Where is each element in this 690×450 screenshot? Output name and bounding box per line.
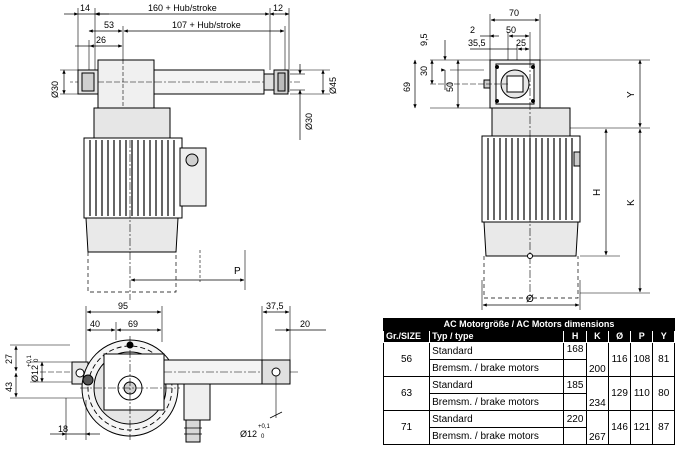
h-cell-empty: [563, 427, 587, 445]
dim-bottom-43: 43: [4, 382, 14, 392]
front-view-labels: 70 2 50 25 35,5 9,5 30 69 50 Y H K Ø: [402, 8, 637, 305]
table-row: 71 Standard 220 267 146 121 87: [382, 410, 675, 445]
dim-front-9-5: 9,5: [419, 33, 429, 46]
table-row: 56 Standard 168 200 116 108 81: [382, 342, 675, 377]
side-view: [60, 8, 330, 300]
size-cell: 71: [382, 410, 431, 445]
table-title: AC Motorgröße / AC Motors dimensions: [383, 318, 675, 331]
y-cell: 81: [652, 342, 675, 377]
table-header-Y: Y: [652, 330, 675, 343]
type-cell: Standard: [429, 342, 565, 360]
dim-side-dia30-left: Ø30: [50, 81, 60, 98]
dim-front-69: 69: [402, 82, 412, 92]
dim-bottom-20: 20: [300, 319, 310, 329]
dim-bottom-dia12-right: Ø12: [240, 429, 257, 439]
dim-front-35-5: 35,5: [468, 38, 486, 48]
y-cell: 87: [652, 410, 675, 445]
motor-dimensions-table: AC Motorgröße / AC Motors dimensions Gr.…: [382, 318, 675, 445]
h-cell: 168: [563, 342, 587, 360]
type-cell: Standard: [429, 410, 565, 428]
dim-front-H: H: [592, 189, 603, 196]
dim-front-50: 50: [506, 25, 516, 35]
dim-bottom-tol-left-plus: +0,1: [27, 354, 33, 367]
k-cell: 267: [585, 410, 609, 445]
dim-bottom-95: 95: [118, 301, 128, 311]
dim-side-14: 14: [80, 3, 90, 13]
bottom-view: [10, 306, 326, 443]
size-cell: 63: [382, 376, 431, 411]
table-header-size: Gr./SIZE: [382, 330, 431, 343]
dim-side-26: 26: [96, 35, 106, 45]
h-cell: 220: [563, 410, 587, 428]
k-cell: 200: [585, 342, 609, 377]
p-cell: 110: [630, 376, 654, 411]
dia-cell: 129: [607, 376, 632, 411]
dim-front-dia: Ø: [526, 294, 534, 305]
dim-front-K: K: [626, 199, 637, 206]
type-cell: Standard: [429, 376, 565, 394]
dim-side-12: 12: [273, 3, 283, 13]
dim-bottom-dia12-left: Ø12: [30, 365, 40, 382]
dim-bottom-37-5: 37,5: [266, 301, 284, 311]
dim-bottom-18: 18: [58, 424, 68, 434]
dia-cell: 116: [607, 342, 632, 377]
dim-bottom-tol-right-plus: +0,1: [258, 424, 271, 430]
dim-bottom-40: 40: [90, 319, 100, 329]
dim-front-50-vert: 50: [445, 82, 455, 92]
front-view: [413, 14, 650, 310]
table-header-dia: Ø: [607, 330, 632, 343]
type-cell: Bremsm. / brake motors: [429, 359, 565, 377]
p-cell: 121: [630, 410, 654, 445]
y-cell: 80: [652, 376, 675, 411]
dim-side-dia45: Ø45: [328, 77, 338, 94]
dim-side-P: P: [234, 266, 241, 277]
bottom-view-labels: 95 40 69 37,5 20 27 Ø12 +0,1 0 43 18 Ø12…: [4, 301, 310, 440]
side-view-labels: 14 160 + Hub/stroke 12 53 107 + Hub/stro…: [50, 3, 338, 277]
dim-side-53: 53: [104, 20, 114, 30]
table-row: 63 Standard 185 234 129 110 80: [382, 376, 675, 411]
dim-front-30: 30: [419, 66, 429, 76]
size-cell: 56: [382, 342, 431, 377]
dim-bottom-tol-right-zero: 0: [261, 434, 265, 440]
dim-side-dia30-right: Ø30: [304, 113, 314, 130]
table-header-type: Typ / type: [429, 330, 565, 343]
dim-front-70: 70: [509, 8, 519, 18]
k-cell: 234: [585, 376, 609, 411]
h-cell-empty: [563, 359, 587, 377]
table-header-H: H: [563, 330, 587, 343]
table-header-K: K: [585, 330, 609, 343]
type-cell: Bremsm. / brake motors: [429, 427, 565, 445]
dim-front-2: 2: [470, 25, 475, 35]
dim-front-25: 25: [516, 38, 526, 48]
dim-bottom-27: 27: [4, 354, 14, 364]
table-header-P: P: [630, 330, 654, 343]
dia-cell: 146: [607, 410, 632, 445]
dim-front-Y: Y: [626, 91, 637, 98]
dim-bottom-tol-left-zero: 0: [34, 358, 40, 362]
type-cell: Bremsm. / brake motors: [429, 393, 565, 411]
table-row: Bremsm. / brake motors: [384, 427, 675, 445]
dim-bottom-69: 69: [128, 319, 138, 329]
p-cell: 108: [630, 342, 654, 377]
dim-side-stroke-160: 160 + Hub/stroke: [148, 3, 217, 13]
dim-side-stroke-107: 107 + Hub/stroke: [172, 20, 241, 30]
h-cell: 185: [563, 376, 587, 394]
h-cell-empty: [563, 393, 587, 411]
